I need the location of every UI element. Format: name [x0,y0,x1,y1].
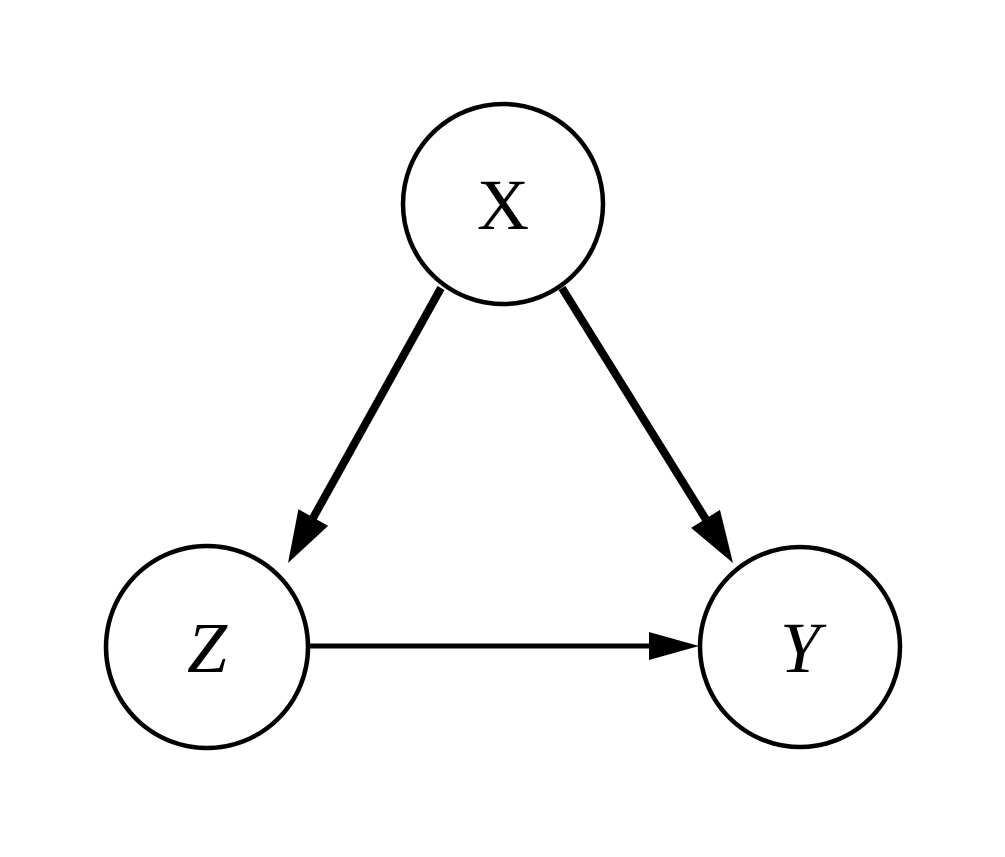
edge-x-to-z [288,286,445,563]
node-x[interactable]: X [400,101,606,307]
edge-x-to-y [558,285,733,563]
arrowhead-icon [649,632,699,660]
node-circle-z[interactable] [103,543,311,751]
node-z[interactable]: Z [103,543,311,751]
edge-z-to-y [304,632,699,660]
arrowhead-icon [691,509,733,563]
node-circle-x[interactable] [400,101,606,307]
node-label-y: Y [780,608,827,688]
edge-line [308,286,445,522]
edge-line [558,285,710,523]
arrowhead-icon [288,509,329,563]
node-label-x: X [477,165,529,245]
node-y[interactable]: Y [697,544,903,750]
edges-layer [288,285,733,660]
nodes-layer: X Z Y [103,101,903,751]
node-circle-y[interactable] [697,544,903,750]
node-label-z: Z [187,608,228,688]
